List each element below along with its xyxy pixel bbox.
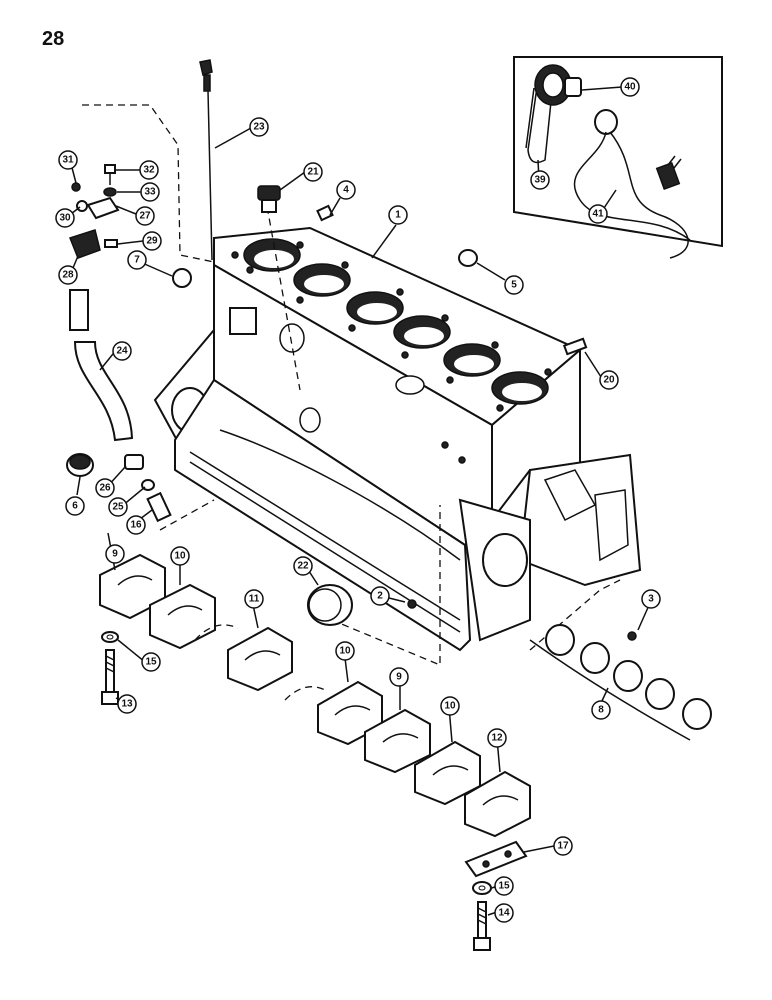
svg-text:32: 32 — [143, 165, 155, 176]
svg-text:9: 9 — [112, 549, 118, 560]
svg-text:30: 30 — [59, 213, 71, 224]
callout-4: 4 — [336, 180, 356, 200]
callout-8: 8 — [591, 700, 611, 720]
svg-text:12: 12 — [491, 733, 503, 744]
callout-5: 5 — [504, 275, 524, 295]
svg-text:15: 15 — [498, 881, 510, 892]
callout-7: 7 — [127, 250, 147, 270]
callout-16: 16 — [126, 515, 146, 535]
callout-25: 25 — [108, 497, 128, 517]
svg-text:10: 10 — [339, 646, 351, 657]
callout-24: 24 — [112, 341, 132, 361]
callout-13: 13 — [117, 694, 137, 714]
callout-11: 11 — [244, 589, 264, 609]
dipstick-part-23 — [199, 59, 213, 261]
callout-31: 31 — [58, 150, 78, 170]
callout-9-right: 9 — [389, 667, 409, 687]
block-heater-inset — [513, 56, 723, 259]
callout-33: 33 — [140, 182, 160, 202]
callout-15-right: 15 — [494, 876, 514, 896]
plugs-and-fittings — [66, 185, 637, 641]
callout-29: 29 — [142, 231, 162, 251]
svg-text:1: 1 — [395, 210, 401, 221]
callout-23: 23 — [249, 117, 269, 137]
callout-6: 6 — [65, 496, 85, 516]
svg-text:11: 11 — [249, 594, 260, 605]
svg-text:3: 3 — [648, 594, 654, 605]
bolts-and-washers — [101, 631, 528, 951]
callout-28: 28 — [58, 265, 78, 285]
svg-text:16: 16 — [130, 520, 142, 531]
svg-text:29: 29 — [146, 236, 158, 247]
svg-text:10: 10 — [174, 551, 186, 562]
svg-text:26: 26 — [99, 483, 111, 494]
svg-text:6: 6 — [72, 501, 78, 512]
svg-text:2: 2 — [377, 591, 383, 602]
callout-40: 40 — [620, 77, 640, 97]
callout-1: 1 — [388, 205, 408, 225]
svg-text:31: 31 — [62, 155, 74, 166]
camshaft-bearings-part-8 — [529, 624, 712, 741]
svg-text:27: 27 — [139, 211, 151, 222]
svg-text:8: 8 — [598, 705, 604, 716]
svg-text:40: 40 — [624, 82, 636, 93]
svg-text:25: 25 — [112, 502, 124, 513]
main-bearing-caps — [99, 553, 531, 838]
callout-12: 12 — [487, 728, 507, 748]
svg-text:5: 5 — [511, 280, 517, 291]
callout-21: 21 — [303, 162, 323, 182]
svg-text:21: 21 — [307, 167, 319, 178]
callout-leaders — [66, 86, 651, 916]
callout-10-mid: 10 — [335, 641, 355, 661]
svg-text:13: 13 — [121, 699, 133, 710]
callout-22: 22 — [293, 556, 313, 576]
svg-text:22: 22 — [297, 561, 309, 572]
callout-10-left: 10 — [170, 546, 190, 566]
callout-15-left: 15 — [141, 652, 161, 672]
svg-text:4: 4 — [343, 185, 349, 196]
svg-text:41: 41 — [592, 209, 604, 220]
cylinder-block — [153, 226, 642, 652]
callout-27: 27 — [135, 206, 155, 226]
callout-20: 20 — [599, 370, 619, 390]
breather-parts — [69, 164, 134, 442]
callout-14: 14 — [494, 903, 514, 923]
svg-text:39: 39 — [534, 175, 546, 186]
callout-26: 26 — [95, 478, 115, 498]
svg-text:20: 20 — [603, 375, 615, 386]
svg-text:9: 9 — [396, 672, 402, 683]
callout-10-right: 10 — [440, 696, 460, 716]
svg-text:33: 33 — [144, 187, 156, 198]
svg-text:28: 28 — [62, 270, 74, 281]
callout-2: 2 — [370, 586, 390, 606]
svg-text:14: 14 — [498, 908, 510, 919]
callout-41: 41 — [588, 204, 608, 224]
callout-layer: 1 2 3 4 5 6 7 8 9 9 10 10 10 11 12 13 14… — [55, 77, 661, 923]
page-number: 28 — [42, 28, 65, 50]
svg-text:7: 7 — [134, 255, 140, 266]
callout-17: 17 — [553, 836, 573, 856]
svg-text:17: 17 — [557, 841, 569, 852]
svg-text:15: 15 — [145, 657, 157, 668]
svg-text:24: 24 — [116, 346, 128, 357]
svg-text:10: 10 — [444, 701, 456, 712]
callout-30: 30 — [55, 208, 75, 228]
callout-3: 3 — [641, 589, 661, 609]
callout-39: 39 — [530, 170, 550, 190]
callout-32: 32 — [139, 160, 159, 180]
callout-9-left: 9 — [105, 544, 125, 564]
svg-text:23: 23 — [253, 122, 265, 133]
